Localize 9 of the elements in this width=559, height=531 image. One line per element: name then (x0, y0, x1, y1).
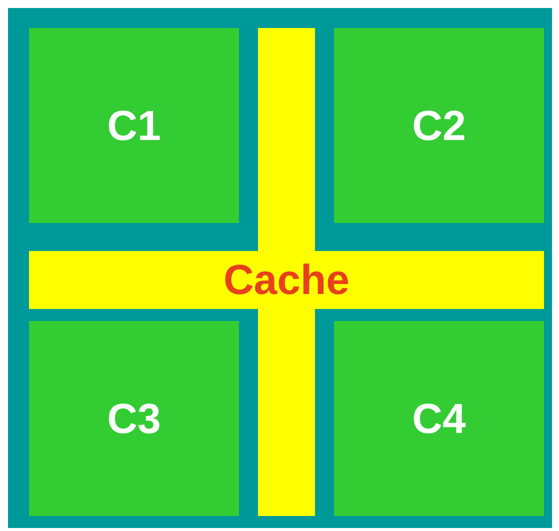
core-block (29, 321, 239, 516)
core-block (334, 28, 544, 223)
core-label: C2 (412, 102, 466, 150)
core-label: C1 (107, 102, 161, 150)
core-block (29, 28, 239, 223)
core-label: C4 (412, 394, 466, 442)
core-label: C3 (107, 394, 161, 442)
cache-label: Cache (223, 256, 350, 304)
core-block (334, 321, 544, 516)
